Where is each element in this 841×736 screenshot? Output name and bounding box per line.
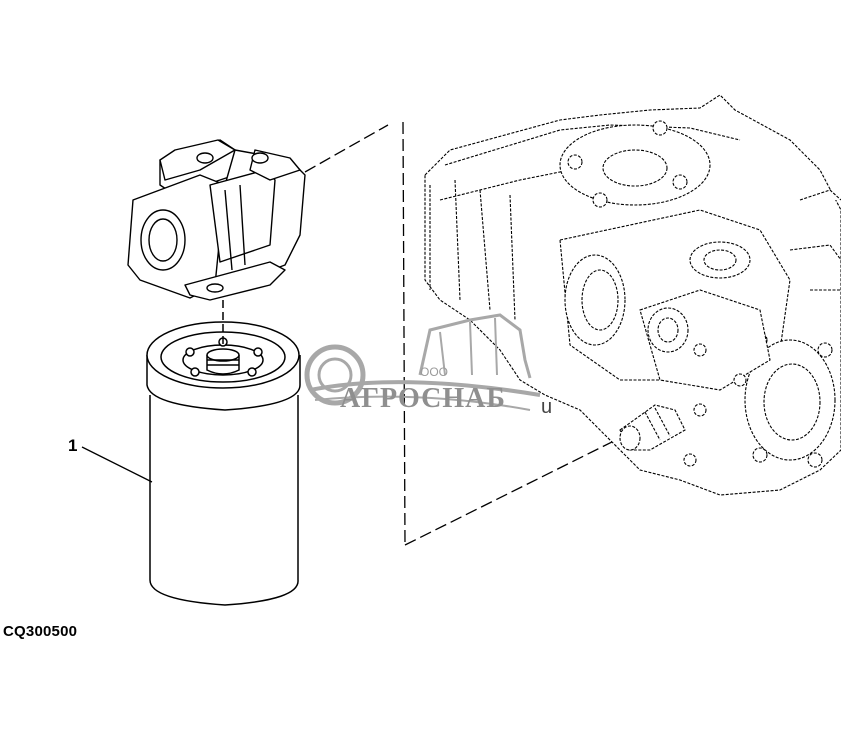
figure-id-label: CQ300500 xyxy=(3,623,78,640)
callout-number: 1 xyxy=(68,436,78,455)
watermark-company-prefix: ООО xyxy=(420,365,449,379)
callout-leader xyxy=(81,446,153,483)
watermark-company-name: АГРОСНАБ xyxy=(340,383,506,414)
watermark-logo xyxy=(304,313,541,411)
hydraulic-pump xyxy=(424,94,841,496)
filter-head xyxy=(127,139,306,301)
watermark-suffix: u xyxy=(541,396,553,418)
filter-cartridge xyxy=(146,300,301,606)
assembly-lines xyxy=(304,121,641,546)
